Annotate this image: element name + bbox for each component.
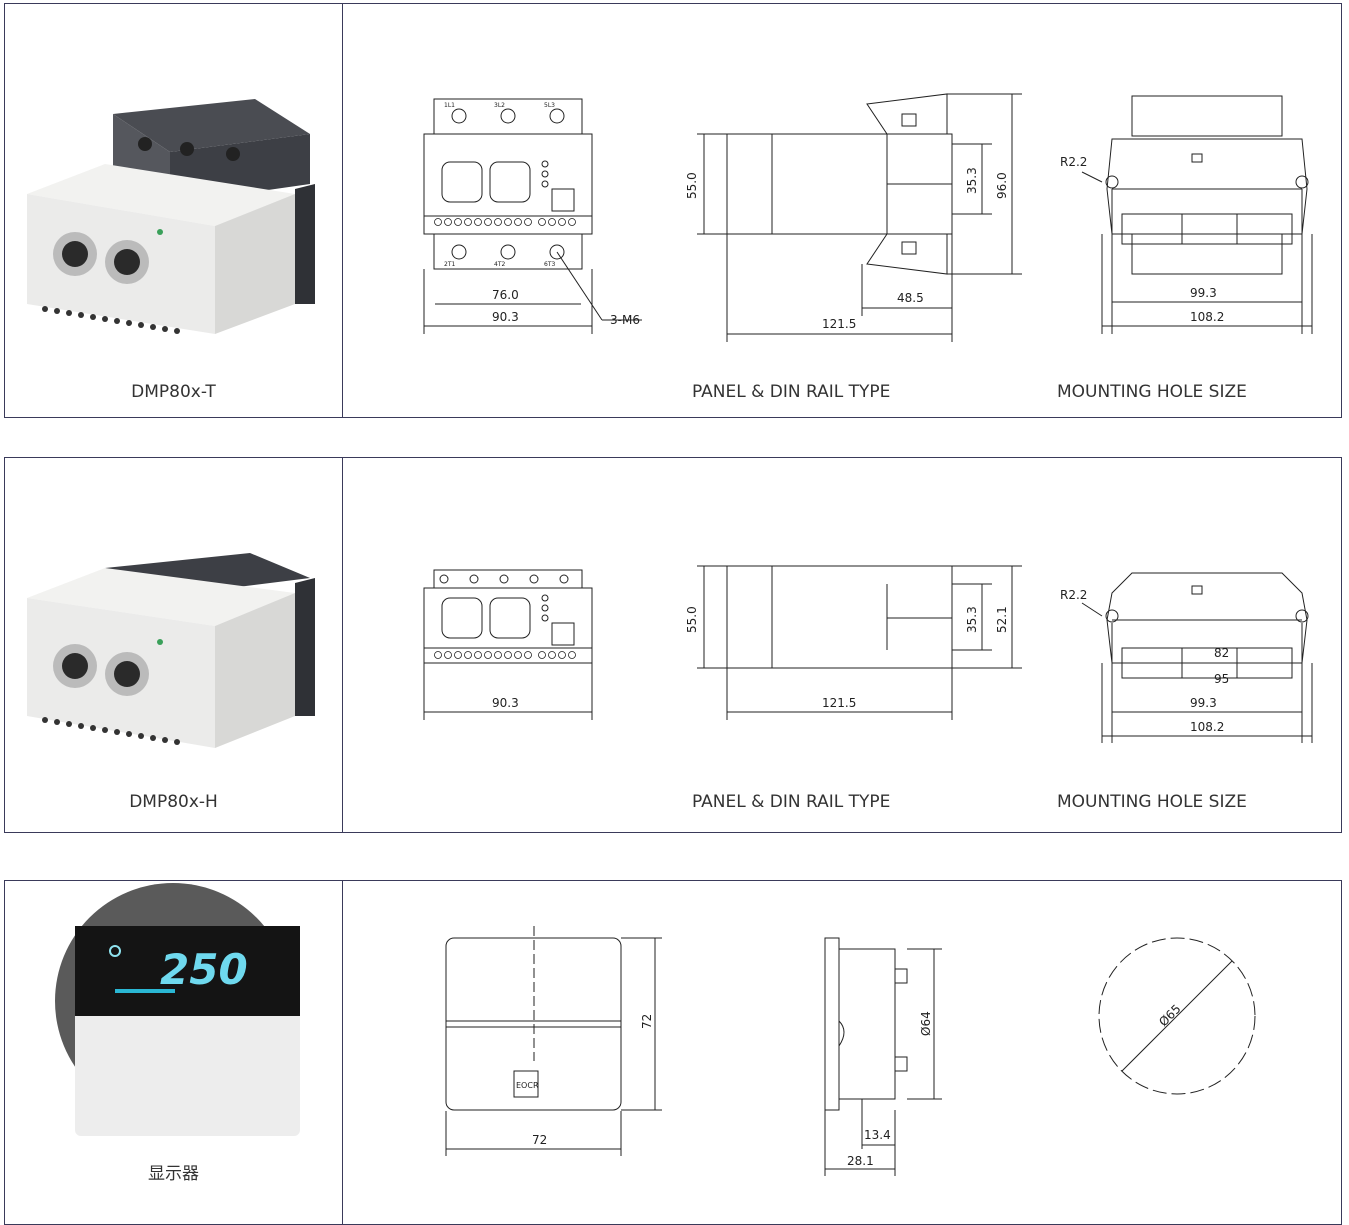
dim-side-a: 13.4 — [864, 1128, 891, 1142]
product-photo-display: 250 — [55, 883, 300, 1136]
dim-mount-radius: R2.2 — [1060, 588, 1087, 602]
terminal-label: 5L3 — [544, 102, 555, 109]
front-view — [423, 98, 642, 334]
terminal-label: 4T2 — [494, 261, 505, 268]
front-view — [445, 926, 662, 1156]
dim-mount-inner: 99.3 — [1190, 696, 1217, 710]
dim-mount-inner: 99.3 — [1190, 286, 1217, 300]
mount-hole-view — [1098, 937, 1256, 1095]
panel-divider — [342, 458, 343, 832]
dim-mount-b: 95 — [1214, 672, 1229, 686]
product-name: DMP80x-T — [131, 382, 216, 402]
product-name: DMP80x-H — [129, 792, 218, 812]
front-view — [423, 569, 593, 720]
caption-mounting-hole: MOUNTING HOLE SIZE — [1057, 382, 1247, 402]
dim-front-outer: 90.3 — [492, 696, 519, 710]
dim-side-height: 55.0 — [685, 606, 699, 633]
dim-side-height: 55.0 — [685, 172, 699, 199]
dim-side-depth: 121.5 — [822, 317, 856, 331]
dim-side-inner: 35.3 — [965, 606, 979, 633]
display-reading: 250 — [160, 945, 248, 994]
dimension-drawing-display: EOCR 72 72 Ø64 13.4 28.1 Ø65 — [445, 926, 1256, 1176]
dim-front-inner: 76.0 — [492, 288, 519, 302]
side-view — [697, 565, 1022, 720]
product-photo-dmp80x-t — [27, 99, 315, 334]
panel-dmp80x-t: DMP80x-T 76.0 90.3 3-M6 — [4, 3, 1342, 418]
terminal-label: 1L1 — [444, 102, 455, 109]
mount-view — [1081, 572, 1313, 743]
dim-side-depth: 121.5 — [822, 696, 856, 710]
caption-panel-din-rail: PANEL & DIN RAIL TYPE — [692, 792, 891, 812]
panel-dmp80x-h: DMP80x-H 90.3 — [4, 457, 1342, 833]
dim-hole-diameter: Ø65 — [1156, 1002, 1183, 1029]
dim-mount-radius: R2.2 — [1060, 155, 1087, 169]
side-view — [697, 93, 1022, 342]
dim-side-total: 96.0 — [995, 172, 1009, 199]
dimension-drawing-dmp80x-t: 76.0 90.3 3-M6 1L1 3L2 5L3 2T1 4T2 6T3 — [423, 93, 1313, 342]
mount-view — [1081, 95, 1313, 334]
dim-front-screw: 3-M6 — [610, 313, 640, 327]
caption-mounting-hole: MOUNTING HOLE SIZE — [1057, 792, 1247, 812]
product-photo-dmp80x-h — [27, 553, 315, 748]
dim-front-height: 72 — [640, 1014, 654, 1029]
dim-front-outer: 90.3 — [492, 310, 519, 324]
dimension-drawing-dmp80x-h: 90.3 55.0 35.3 52.1 121.5 — [423, 565, 1313, 743]
panel-display: 250 显示器 EOCR 72 72 Ø64 1 — [4, 880, 1342, 1225]
dim-side-rail: 48.5 — [897, 291, 924, 305]
dim-side-inner: 35.3 — [965, 167, 979, 194]
panel-divider — [342, 4, 343, 417]
terminal-label: 2T1 — [444, 261, 455, 268]
caption-panel-din-rail: PANEL & DIN RAIL TYPE — [692, 382, 891, 402]
terminal-label: 6T3 — [544, 261, 555, 268]
terminal-label: 3L2 — [494, 102, 505, 109]
dim-side-total: 52.1 — [995, 606, 1009, 633]
front-label: EOCR — [516, 1081, 539, 1090]
dim-side-diameter: Ø64 — [919, 1011, 933, 1036]
dim-mount-outer: 108.2 — [1190, 310, 1224, 324]
product-name: 显示器 — [148, 1164, 199, 1184]
dim-front-width: 72 — [532, 1133, 547, 1147]
panel-divider — [342, 881, 343, 1224]
side-view — [824, 937, 942, 1176]
dim-mount-outer: 108.2 — [1190, 720, 1224, 734]
dim-mount-a: 82 — [1214, 646, 1229, 660]
dim-side-b: 28.1 — [847, 1154, 874, 1168]
